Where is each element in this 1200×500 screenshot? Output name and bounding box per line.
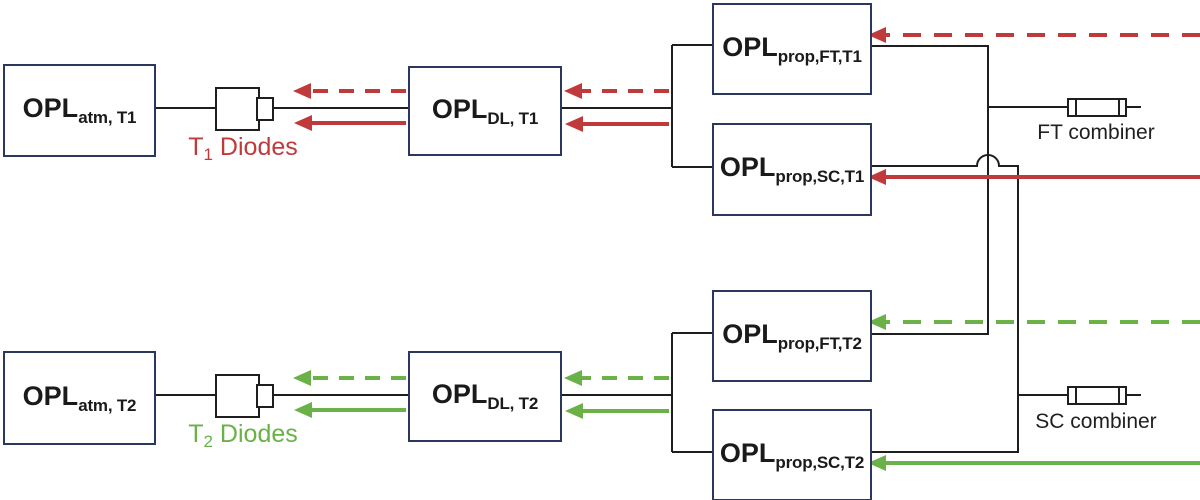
- sc-combiner-left-cap: [1067, 386, 1077, 405]
- box-label: OPLDL, T2: [431, 379, 539, 413]
- ft-combiner-right-cap: [1118, 98, 1127, 117]
- box-opl-atm-t1: OPLatm, T1: [3, 64, 156, 157]
- ft-combiner-symbol: [1067, 98, 1127, 117]
- box-label: OPLprop,FT,T2: [722, 318, 862, 353]
- t1-diode-symbol-tab: [256, 97, 274, 121]
- arrow-ft-return-t1-dashed: [868, 27, 1200, 43]
- arrow-dl-to-diode-t2-dashed: [293, 370, 406, 386]
- arrowhead: [868, 314, 886, 330]
- t2-diode-symbol-tab: [256, 384, 274, 408]
- t2-diode-symbol: [215, 374, 260, 418]
- t1-diodes-label: T1 Diodes: [188, 133, 298, 164]
- arrow-dl-to-diode-t2-solid: [294, 402, 406, 418]
- ft-combiner-body: [1075, 98, 1120, 117]
- t2-diodes-label: T2 Diodes: [188, 420, 298, 451]
- arrow-dl-to-diode-t1-dashed: [293, 83, 406, 99]
- box-label: OPLatm, T2: [22, 380, 137, 415]
- arrow-ft-return-t2-dashed: [868, 314, 1200, 330]
- arrowhead: [294, 115, 312, 131]
- arrow-sc-return-t2-solid: [868, 455, 1200, 471]
- box-label: OPLatm, T1: [22, 93, 137, 127]
- box-opl-prop-sc-t2: OPLprop,SC,T2: [712, 409, 872, 500]
- arrowhead: [293, 83, 311, 99]
- box-opl-prop-ft-t2: OPLprop,FT,T2: [712, 290, 872, 382]
- arrow-fork-to-dl-t1-dashed: [564, 83, 669, 99]
- arrowhead: [564, 83, 582, 99]
- box-label: OPLprop,SC,T1: [719, 152, 865, 186]
- arrowhead: [565, 403, 583, 419]
- wire-sc-loop-with-hop: [867, 154, 1019, 453]
- sc-combiner-right-cap: [1118, 386, 1127, 405]
- box-opl-dl-t1: OPLDL, T1: [408, 66, 562, 156]
- box-opl-prop-ft-t1: OPLprop,FT,T1: [712, 3, 872, 95]
- arrow-fork-to-dl-t2-solid: [565, 403, 669, 419]
- sc-combiner-symbol: [1067, 386, 1127, 405]
- arrowhead: [293, 370, 311, 386]
- sc-combiner-body: [1075, 386, 1120, 405]
- arrowhead: [564, 370, 582, 386]
- box-label: OPLprop,FT,T1: [722, 31, 862, 66]
- ft-combiner-label: FT combiner: [1037, 121, 1155, 144]
- arrowhead: [565, 116, 583, 132]
- arrow-fork-to-dl-t2-dashed: [564, 370, 669, 386]
- sc-combiner-label: SC combiner: [1035, 410, 1157, 433]
- box-opl-atm-t2: OPLatm, T2: [3, 351, 156, 445]
- wire-ft-loop: [867, 45, 989, 335]
- arrow-dl-to-diode-t1-solid: [294, 115, 406, 131]
- arrowhead: [868, 455, 886, 471]
- arrow-sc-return-t1-solid: [868, 169, 1200, 185]
- arrow-fork-to-dl-t1-solid: [565, 116, 669, 132]
- arrowhead: [294, 402, 312, 418]
- box-opl-prop-sc-t1: OPLprop,SC,T1: [712, 123, 872, 216]
- arrowhead: [868, 169, 886, 185]
- t1-diode-symbol: [215, 87, 260, 131]
- ft-combiner-left-cap: [1067, 98, 1077, 117]
- arrowhead: [868, 27, 886, 43]
- box-label: OPLprop,SC,T2: [719, 437, 865, 472]
- box-label: OPLDL, T1: [431, 93, 539, 128]
- box-opl-dl-t2: OPLDL, T2: [408, 351, 562, 442]
